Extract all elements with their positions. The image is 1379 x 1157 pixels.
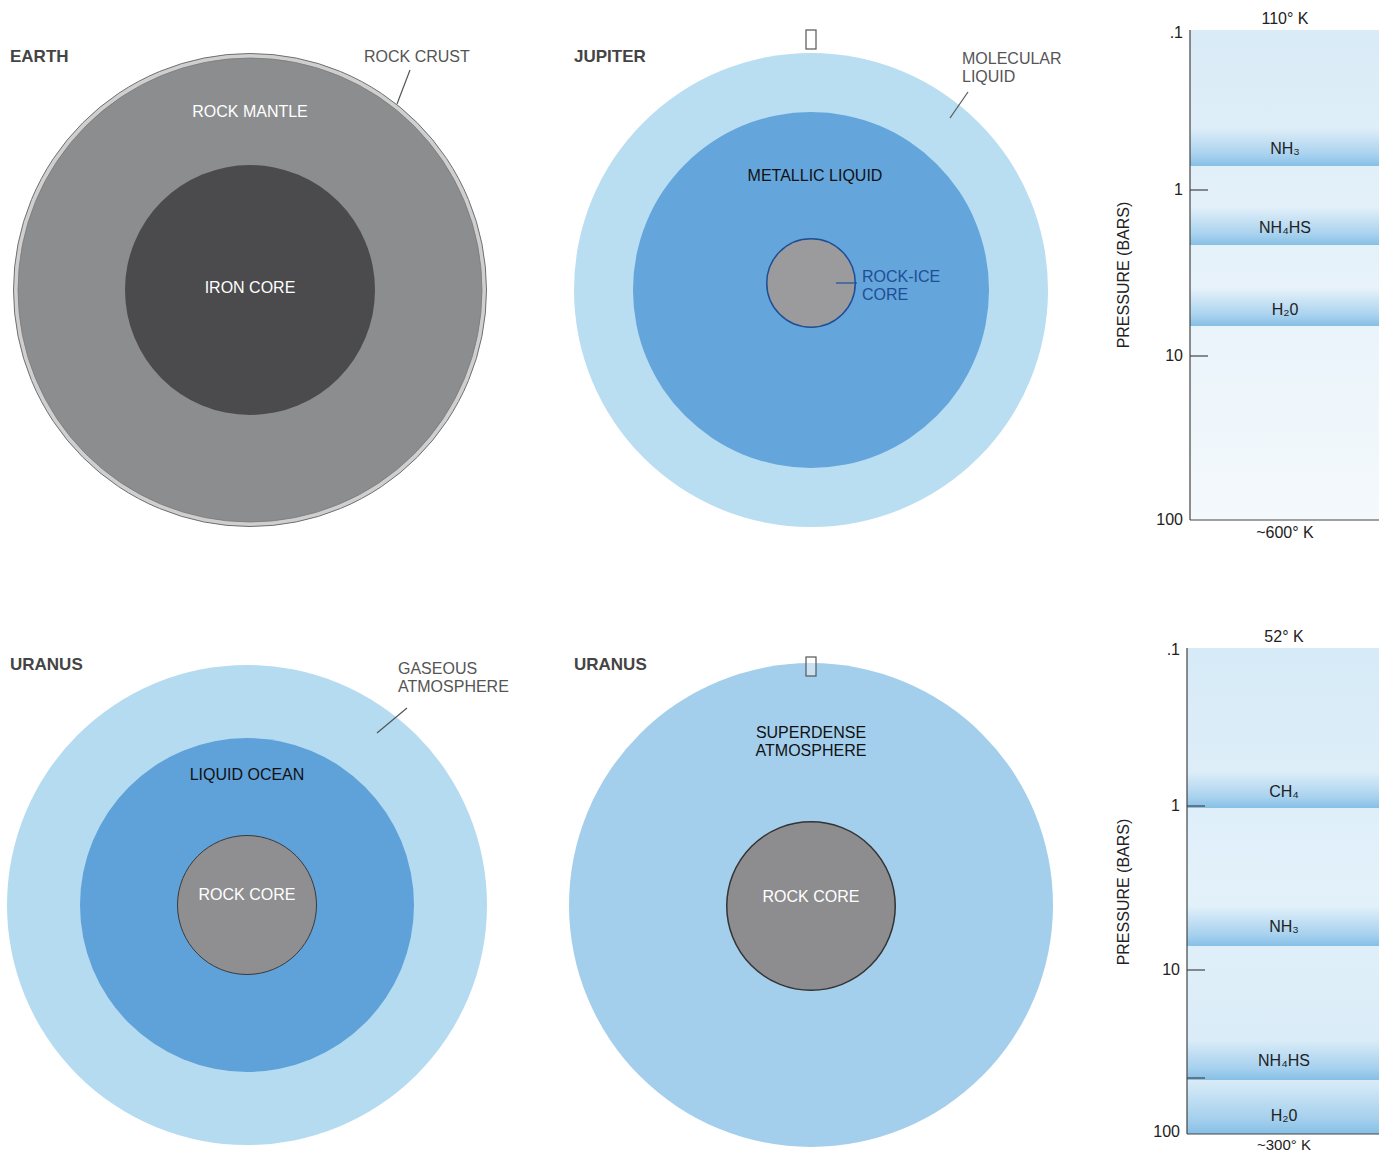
uranus-atmosphere: GASEOUS ATMOSPHERELIQUID OCEANROCK CORE xyxy=(7,665,487,1145)
tick xyxy=(1187,969,1205,970)
earth-core: IRON CORE xyxy=(125,165,375,415)
layer-disc xyxy=(125,165,375,415)
layer-disc xyxy=(178,836,317,975)
cloud-layer-label: H₂0 xyxy=(1209,1107,1359,1125)
cloud-band: CH₄ xyxy=(1187,772,1379,808)
pressure-chart: 110° K~600° KNH₃NH₄HSH₂0 xyxy=(1190,30,1379,520)
crust-ring xyxy=(14,54,487,527)
tick xyxy=(1187,1077,1205,1078)
cloud-band: H₂0 xyxy=(1187,1082,1379,1134)
cloud-band: NH₄HS xyxy=(1190,207,1379,245)
cloud-band: H₂0 xyxy=(1190,288,1379,326)
circle-outline xyxy=(766,238,856,328)
axis-line xyxy=(1189,30,1190,520)
layer-label: METALLIC LIQUID xyxy=(745,167,885,185)
mantle-disc xyxy=(18,58,482,522)
cloud-band: NH₃ xyxy=(1187,906,1379,946)
jupiter-molecular-layer: MOLECULAR LIQUIDMETALLIC LIQUIDROCK-ICE … xyxy=(574,53,1048,527)
planet-heading: URANUS xyxy=(10,655,83,675)
tick xyxy=(1190,189,1208,190)
tick xyxy=(1187,805,1205,806)
tick xyxy=(1190,355,1208,356)
layer-disc xyxy=(727,822,896,991)
layer-label: LIQUID OCEAN xyxy=(187,766,307,784)
cloud-band: NH₃ xyxy=(1190,128,1379,166)
axis-tick-label: .1 xyxy=(1167,641,1180,659)
circle-outline xyxy=(177,835,317,975)
layer-disc xyxy=(633,112,989,468)
temperature-label: 110° K xyxy=(1225,10,1345,28)
axis-line xyxy=(1187,1133,1379,1134)
jupiter-core: ROCK-ICE CORE xyxy=(766,238,856,328)
cloud-layer-label: NH₄HS xyxy=(1210,219,1360,237)
axis-title: PRESSURE (BARS) xyxy=(1115,819,1133,966)
temperature-label: ~300° K xyxy=(1224,1136,1344,1153)
jupiter-metallic-layer: METALLIC LIQUID ROCK-ICE CORE xyxy=(633,112,989,468)
axis-line xyxy=(1190,519,1379,520)
layer-label: ROCK CORE xyxy=(197,886,297,904)
axis-tick-label: 10 xyxy=(1162,961,1180,979)
axis-tick-label: 1 xyxy=(1174,181,1183,199)
cloud-layer-label: CH₄ xyxy=(1209,783,1359,801)
axis-tick-label: 100 xyxy=(1156,511,1183,529)
layer-label: ROCK-ICE CORE xyxy=(862,268,962,305)
layer-label: ROCK CORE xyxy=(761,888,861,906)
layer-disc xyxy=(574,53,1048,527)
sample-marker xyxy=(806,30,816,49)
axis-tick-label: .1 xyxy=(1170,24,1183,42)
circle-outline xyxy=(726,821,896,991)
planet-heading: EARTH xyxy=(10,47,69,67)
layer-disc xyxy=(80,738,414,1072)
layer-label: GASEOUS ATMOSPHERE xyxy=(398,660,538,697)
planet-heading: JUPITER xyxy=(574,47,646,67)
leader-line xyxy=(377,708,407,733)
axis-title: PRESSURE (BARS) xyxy=(1115,202,1133,349)
cloud-band: NH₄HS xyxy=(1187,1040,1379,1080)
sample-marker xyxy=(806,657,816,676)
axis-tick-label: 10 xyxy=(1165,347,1183,365)
temperature-label: ~600° K xyxy=(1225,524,1345,542)
cloud-layer-label: NH₃ xyxy=(1209,918,1359,936)
uranus-core: ROCK CORE xyxy=(177,835,317,975)
planet-heading: URANUS xyxy=(574,655,647,675)
cloud-layer-label: H₂0 xyxy=(1210,301,1360,319)
temperature-label: 52° K xyxy=(1224,628,1344,646)
uranus-core: ROCK CORE xyxy=(726,821,896,991)
layer-disc xyxy=(569,663,1053,1147)
pressure-chart: 52° K~300° KCH₄NH₃NH₄HSH₂0 xyxy=(1187,648,1379,1134)
axis-tick-label: 1 xyxy=(1171,797,1180,815)
leader-line xyxy=(950,92,968,118)
layer-label: ROCK MANTLE xyxy=(175,103,325,121)
layer-label: IRON CORE xyxy=(190,279,310,297)
part-label: ROCK CRUST xyxy=(364,48,470,66)
cloud-layer-label: NH₄HS xyxy=(1209,1052,1359,1070)
layer-label: SUPERDENSE ATMOSPHERE xyxy=(736,724,886,761)
layer-disc xyxy=(7,665,487,1145)
leader-line xyxy=(836,282,857,283)
layer-disc xyxy=(767,239,856,328)
uranus-ocean: LIQUID OCEAN ROCK CORE xyxy=(80,738,414,1072)
leader-line xyxy=(397,70,410,104)
axis-line xyxy=(1186,648,1187,1134)
earth-mantle: ROCK MANTLE IRON CORE xyxy=(13,53,487,527)
axis-tick-label: 100 xyxy=(1153,1123,1180,1141)
uranus-superdense-atmosphere: SUPERDENSE ATMOSPHERE ROCK CORE xyxy=(569,663,1053,1147)
layer-label: MOLECULAR LIQUID xyxy=(962,50,1087,87)
cloud-layer-label: NH₃ xyxy=(1210,140,1360,158)
